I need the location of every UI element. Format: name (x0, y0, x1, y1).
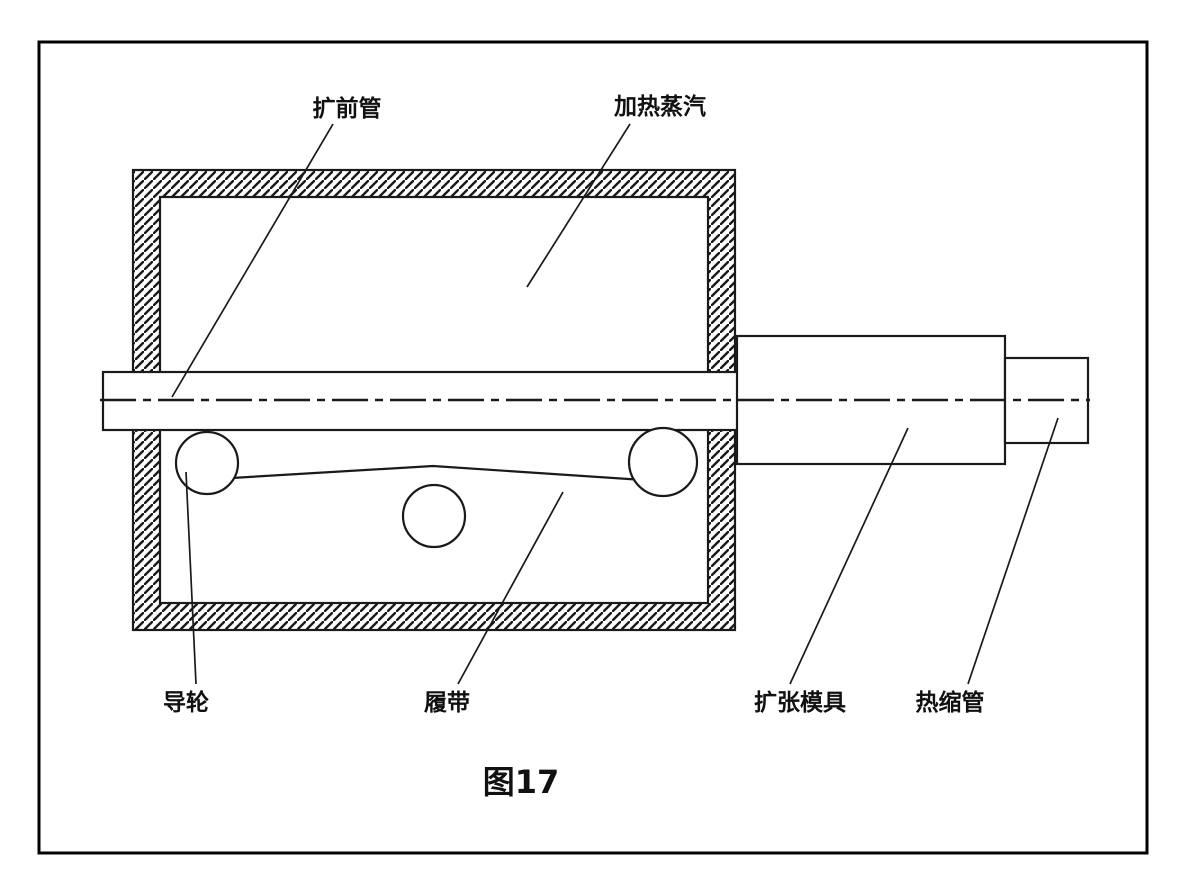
leader-heat-shrink-tube (967, 417, 1059, 685)
guide-wheels (174, 426, 699, 549)
label-guide-wheel: 导轮 (163, 689, 209, 716)
label-pre-expansion-tube: 扩前管 (313, 95, 382, 122)
leader-guide-wheel (185, 471, 197, 685)
leader-pre-expansion-tube (171, 123, 334, 398)
label-track-belt: 履带 (424, 690, 470, 716)
leader-lines (171, 123, 1059, 685)
guide-wheel-left (174, 430, 240, 496)
guide-wheel-middle (401, 483, 467, 549)
label-expansion-die: 扩张模具 (754, 690, 846, 716)
leader-track-belt (457, 491, 564, 685)
guide-wheel-right (627, 426, 699, 498)
label-heat-shrink-tube: 热缩管 (916, 689, 985, 716)
track-belt-line (180, 464, 690, 485)
label-heating-steam: 加热蒸汽 (613, 93, 706, 120)
figure-caption: 图17 (483, 763, 560, 801)
leader-expansion-die (789, 427, 909, 685)
leader-heating-steam (526, 123, 631, 288)
